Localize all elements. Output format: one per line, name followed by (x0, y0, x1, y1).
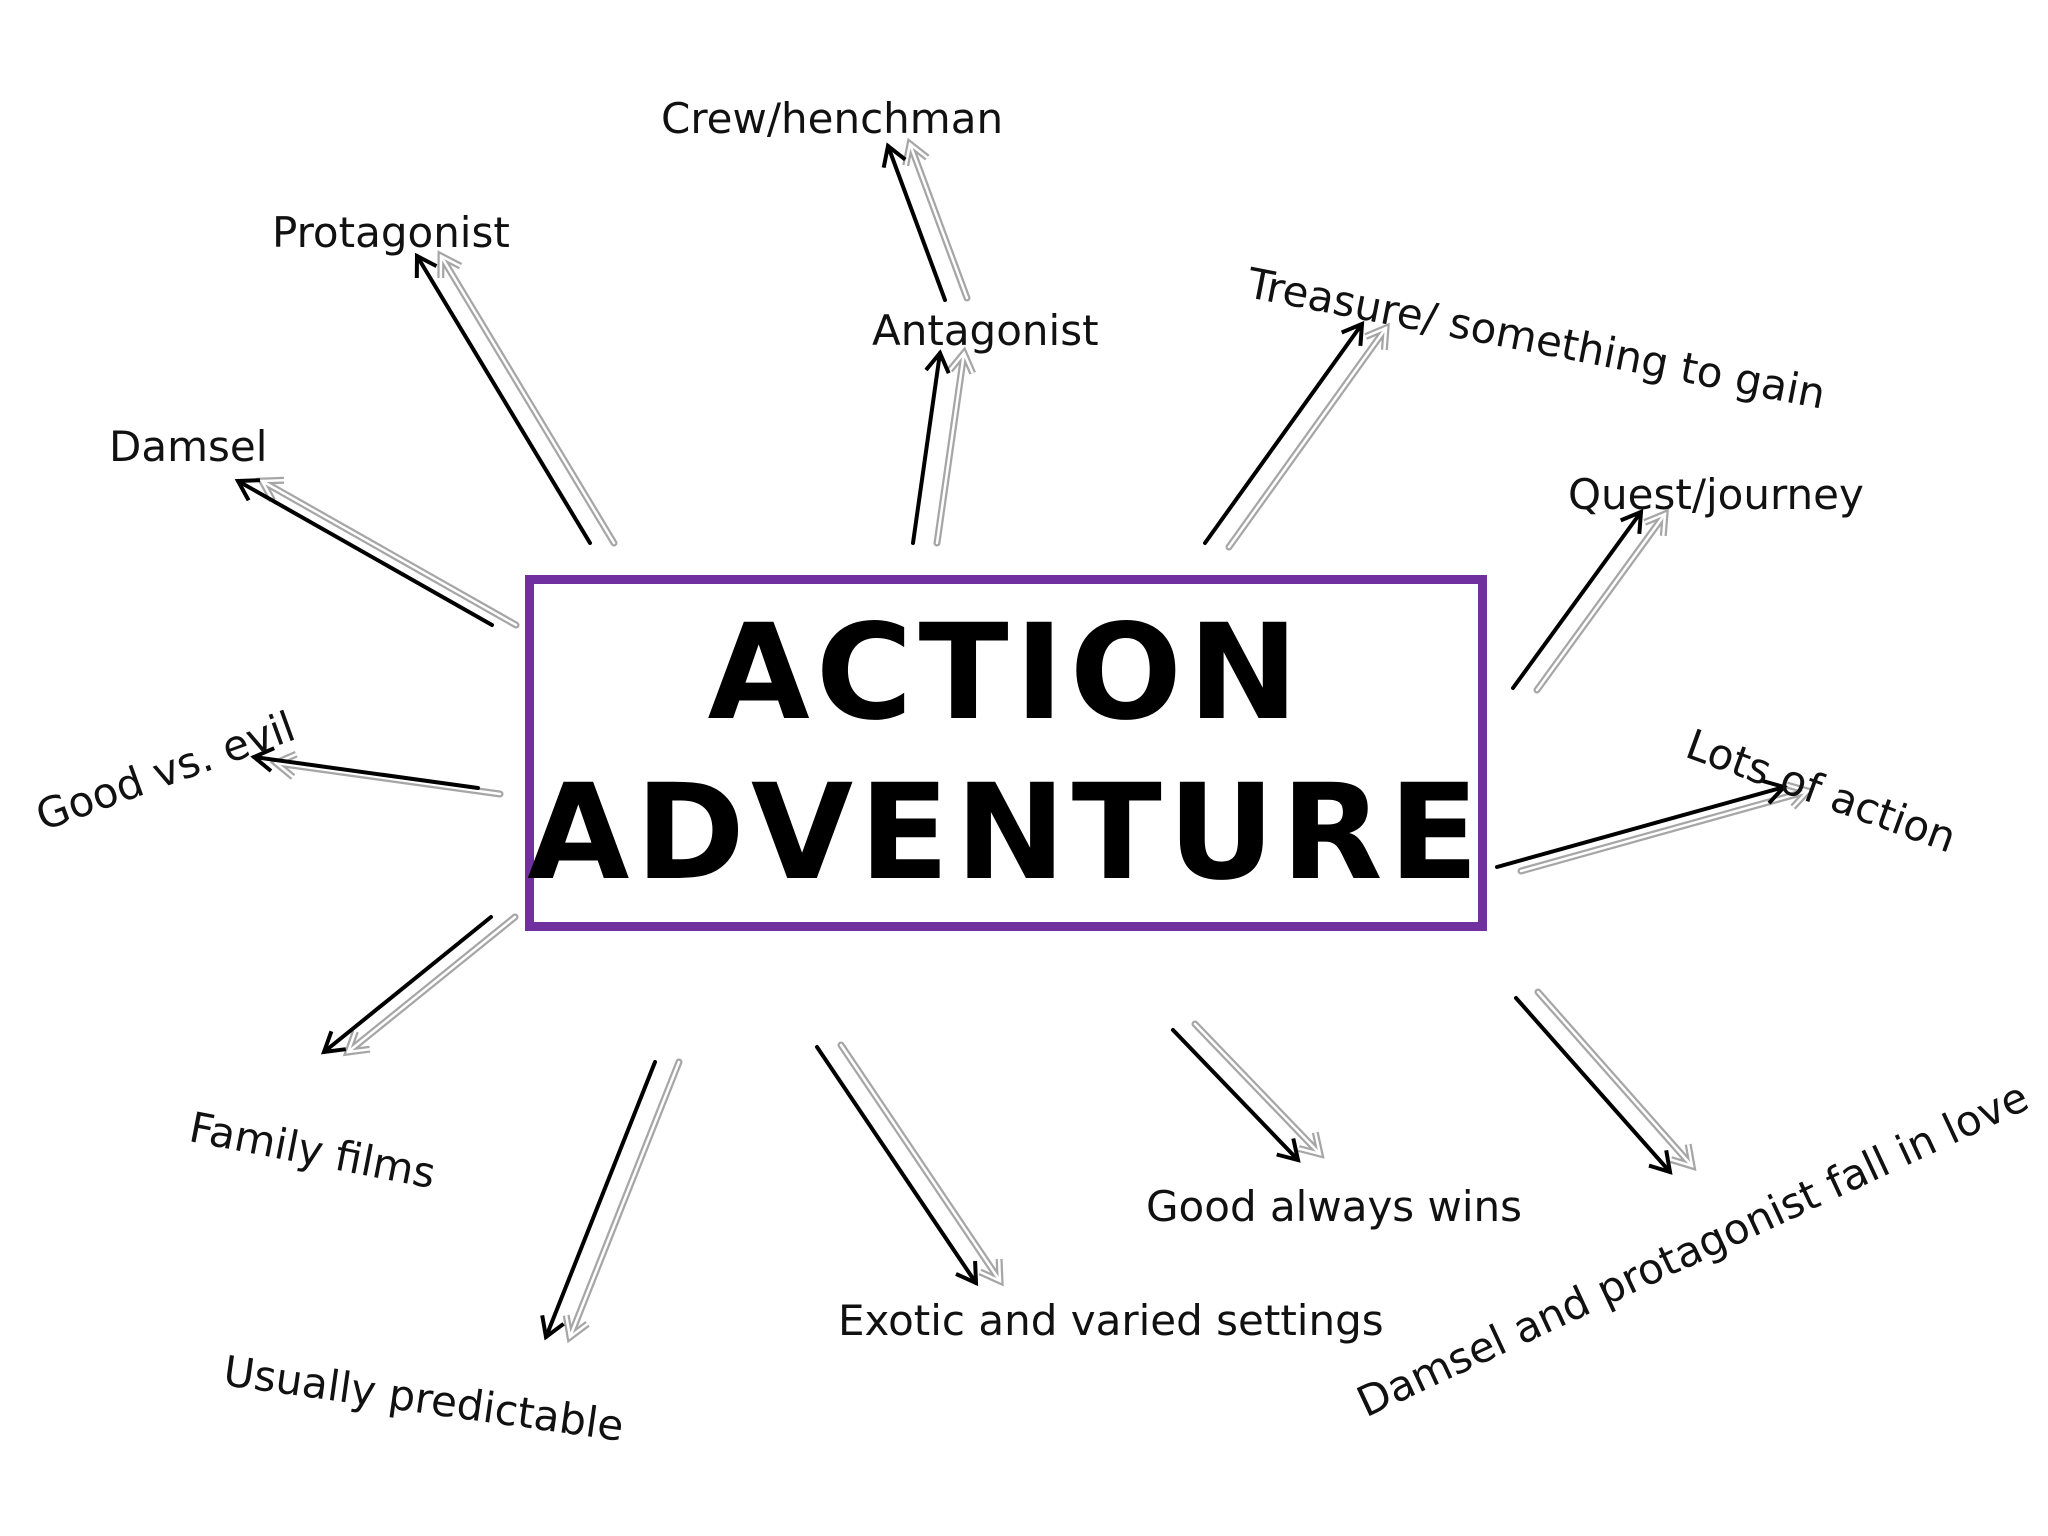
arrow-to-lots-of-action-shaft (1495, 785, 1786, 869)
arrow-to-family-films-shaft (322, 915, 493, 1054)
arrow-to-family-films (321, 915, 493, 1055)
arrow-to-quest-head (1619, 508, 1644, 535)
arrow-to-quest-shadow-inner-head (1644, 512, 1667, 536)
arrow-to-exotic-shaft (815, 1045, 978, 1285)
arrow-to-damsel (234, 478, 494, 627)
label-antagonist: Antagonist (872, 306, 1099, 355)
arrow-to-damsel-love-shaft (1514, 996, 1672, 1174)
arrow-to-protagonist-shadow-inner (439, 253, 616, 545)
arrow-to-quest-shadow-inner-shaft (1535, 512, 1667, 692)
arrow-to-good-vs-evil-head (250, 746, 275, 773)
arrow-to-good-vs-evil-shaft (252, 755, 480, 790)
label-exotic-settings: Exotic and varied settings (838, 1296, 1384, 1345)
arrow-to-protagonist-shadow-inner-head (439, 253, 462, 279)
arrow-to-family-films-shadow-inner (346, 915, 517, 1054)
arrow-to-crew-shaft (886, 144, 947, 302)
label-protagonist: Protagonist (272, 208, 510, 257)
arrow-to-good-wins-shadow-inner-head (1298, 1132, 1322, 1156)
arrow-to-predictable-shadow-inner-shaft (568, 1060, 681, 1339)
arrow-to-good-vs-evil (250, 746, 480, 790)
arrow-to-family-films-shadow-inner-shaft (346, 915, 517, 1054)
arrow-to-antagonist-shaft (911, 351, 942, 545)
arrow-to-lots-of-action-shadow-inner-head (1786, 783, 1811, 808)
arrow-to-treasure-shaft (1203, 322, 1364, 545)
arrow-to-family-films-shadow-inner-head (346, 1030, 370, 1054)
arrow-to-exotic-shadow-inner (839, 1043, 1002, 1283)
arrow-to-antagonist-shadow-inner-shaft (935, 351, 966, 545)
label-good-always-wins: Good always wins (1146, 1182, 1523, 1231)
arrow-to-damsel-love-shadow-inner-shaft (1536, 990, 1694, 1168)
arrow-to-predictable (540, 1060, 657, 1341)
arrow-to-predictable-shaft (544, 1060, 657, 1339)
central-topic-line-1: ACTION (707, 596, 1305, 750)
arrow-to-treasure-shadow-inner-head (1365, 326, 1388, 350)
arrow-to-damsel-shaft (236, 479, 494, 627)
arrow-to-exotic-head (955, 1260, 979, 1287)
arrow-to-treasure-head (1340, 320, 1365, 347)
arrow-to-exotic-shadow-inner-head (979, 1258, 1002, 1283)
arrow-to-good-wins-shadow-inner-shaft (1193, 1022, 1322, 1156)
arrow-to-protagonist (414, 252, 592, 545)
arrow-to-antagonist-shadow (933, 346, 976, 547)
arrow-to-lots-of-action-head (1762, 779, 1788, 805)
arrow-to-damsel-love (1514, 996, 1673, 1175)
arrow-to-crew-shadow-inner-shaft (908, 142, 969, 300)
arrow-to-good-vs-evil-shadow-inner-shaft (274, 761, 502, 796)
arrow-to-exotic (815, 1045, 979, 1287)
arrow-to-damsel-head (234, 478, 261, 502)
arrow-to-predictable-shadow-inner-head (564, 1315, 589, 1340)
arrow-to-protagonist-shaft (415, 254, 592, 545)
arrow-to-good-vs-evil-shadow-inner-head (273, 753, 297, 778)
arrow-to-lots-of-action (1495, 779, 1788, 869)
arrow-to-good-wins-shaft (1171, 1028, 1300, 1162)
arrow-to-protagonist-head (414, 252, 438, 279)
arrow-to-antagonist (911, 349, 951, 545)
arrow-to-crew-head (881, 142, 907, 168)
arrow-to-quest-shadow-inner (1535, 512, 1667, 692)
arrow-to-damsel-shadow-inner-shaft (260, 479, 518, 627)
arrow-to-predictable-shadow-inner (564, 1060, 681, 1340)
arrow-to-antagonist-shadow-inner-head (949, 350, 974, 374)
arrow-to-good-wins-shadow-inner (1193, 1022, 1322, 1156)
arrow-to-treasure (1203, 320, 1365, 545)
label-damsel: Damsel (109, 422, 268, 471)
arrow-to-crew-shadow-inner (904, 141, 969, 300)
label-quest-journey: Quest/journey (1568, 470, 1864, 519)
arrow-to-lots-of-action-shadow-inner (1519, 783, 1811, 873)
arrow-to-damsel-love-shadow-inner-head (1670, 1144, 1694, 1168)
arrow-to-damsel-love-shadow-inner (1536, 990, 1694, 1168)
arrow-to-good-wins-head (1276, 1138, 1301, 1163)
arrow-to-damsel-shadow-inner (259, 478, 518, 627)
arrow-to-crew (881, 142, 947, 302)
arrow-to-quest (1511, 508, 1644, 690)
central-topic-box: ACTION ADVENTURE (525, 575, 1487, 931)
arrow-to-antagonist-shadow-inner (935, 350, 974, 545)
arrow-to-good-wins (1171, 1028, 1301, 1163)
arrow-to-lots-of-action-shadow-inner-shaft (1519, 789, 1810, 873)
arrow-to-family-films-head (321, 1030, 347, 1055)
arrow-to-damsel-love-head (1648, 1149, 1673, 1175)
arrow-to-predictable-head (540, 1314, 565, 1341)
arrow-to-damsel-shadow-inner-head (259, 478, 285, 501)
arrow-to-antagonist-head (924, 349, 951, 374)
label-crew-henchman: Crew/henchman (661, 94, 1004, 143)
arrow-to-crew-shadow-inner-head (904, 141, 929, 166)
arrow-to-treasure-shadow-inner (1227, 326, 1388, 549)
arrow-to-treasure-shadow-inner-shaft (1227, 326, 1388, 549)
arrow-to-good-vs-evil-shadow-inner (273, 753, 502, 796)
arrow-to-exotic-shadow-inner-shaft (839, 1043, 1002, 1283)
central-topic-line-2: ADVENTURE (527, 756, 1485, 910)
arrow-to-quest-shaft (1511, 510, 1643, 690)
arrow-to-protagonist-shadow-inner-shaft (439, 254, 616, 545)
